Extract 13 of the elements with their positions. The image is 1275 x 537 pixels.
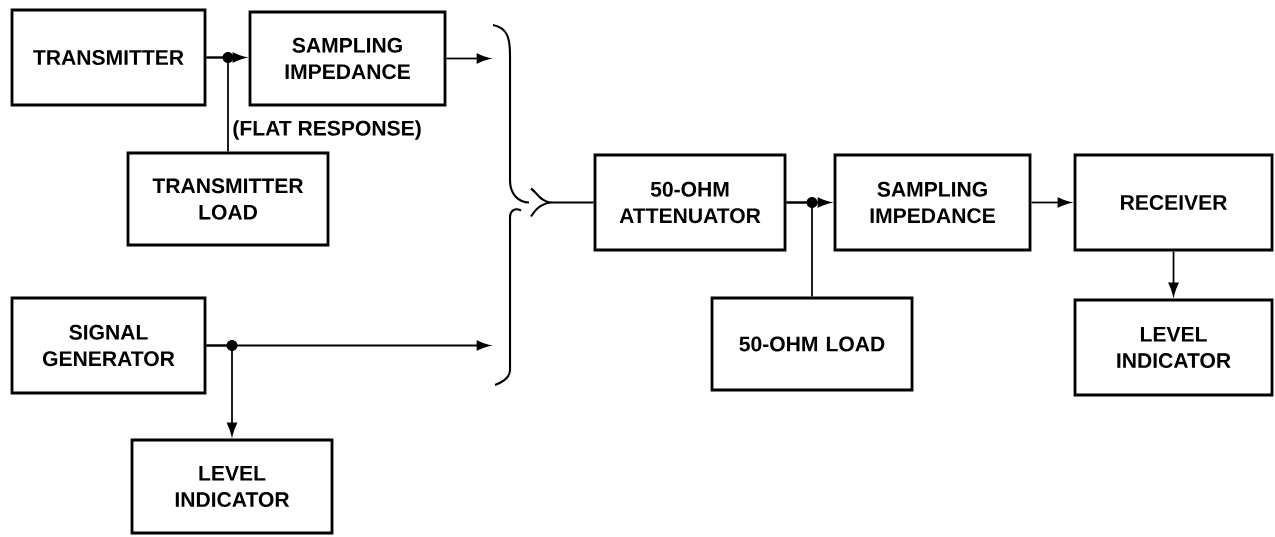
block-box: LEVEL INDICATOR: [1073, 298, 1274, 397]
block-box: LEVEL INDICATOR: [130, 438, 334, 535]
block-box: 50-OHM LOAD: [710, 296, 914, 392]
block-box: SAMPLING IMPEDANCE: [248, 10, 447, 107]
connector-arrow: [205, 344, 237, 436]
block-box: SAMPLING IMPEDANCE: [833, 153, 1032, 252]
block-box: TRANSMITTER LOAD: [126, 151, 330, 247]
block-box: 50-OHM ATTENUATOR: [593, 153, 787, 252]
block-box: RECEIVER: [1073, 153, 1274, 252]
note-label: (FLAT RESPONSE): [233, 120, 421, 140]
bracket-symbol: [492, 24, 552, 386]
block-box: TRANSMITTER: [10, 8, 207, 107]
block-box: SIGNAL GENERATOR: [10, 296, 207, 395]
